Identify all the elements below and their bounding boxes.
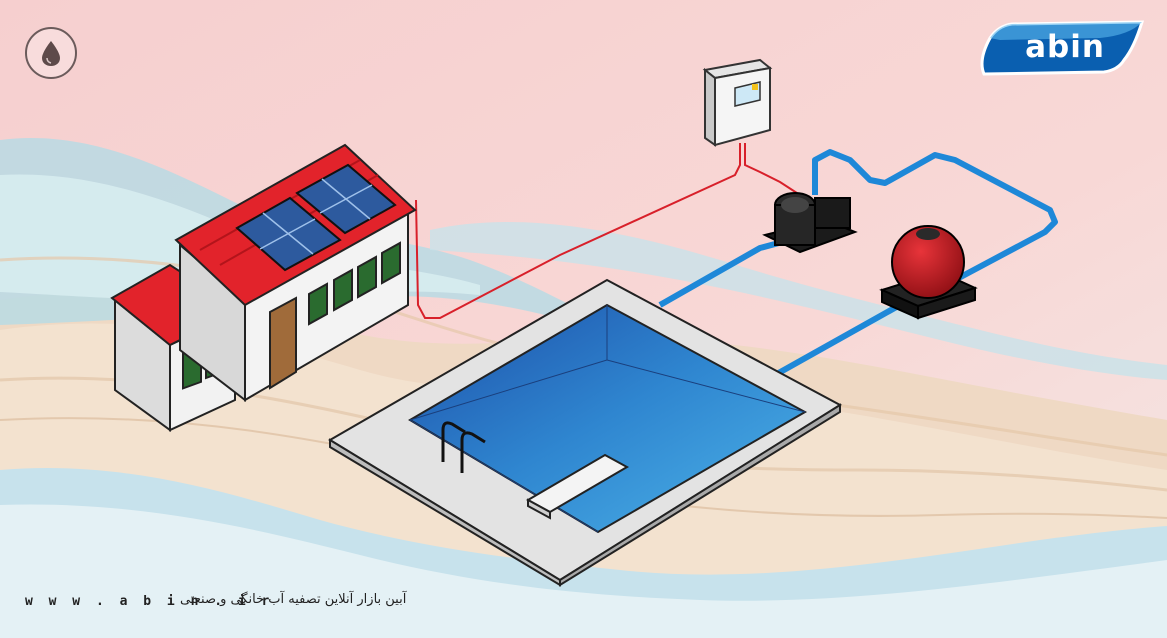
- red-control-wire: [415, 143, 741, 319]
- swimming-pool: [328, 278, 842, 587]
- blue-pipe-supply: [773, 302, 902, 378]
- control-box: [702, 58, 773, 147]
- main-house: [174, 143, 417, 403]
- house-door: [269, 296, 297, 390]
- water-pump: [762, 192, 858, 254]
- red-control-wire: [744, 143, 801, 196]
- sea-wave: [430, 221, 1167, 380]
- pool-ladder: [460, 431, 486, 473]
- sea-wave: [0, 504, 1167, 638]
- water-drop-icon: [42, 41, 60, 66]
- blue-pipe-loop: [812, 149, 1058, 285]
- brand-tagline: آبین بازار آنلاین تصفیه آب خانگی و صنعتی: [180, 592, 407, 607]
- pool-ladder: [441, 421, 466, 462]
- website-url[interactable]: w w w . a b i n . i r: [25, 594, 274, 609]
- abin-logo-text[interactable]: abin: [1025, 29, 1105, 65]
- filter-tank: [879, 225, 978, 320]
- water-drop-badge: [25, 27, 77, 79]
